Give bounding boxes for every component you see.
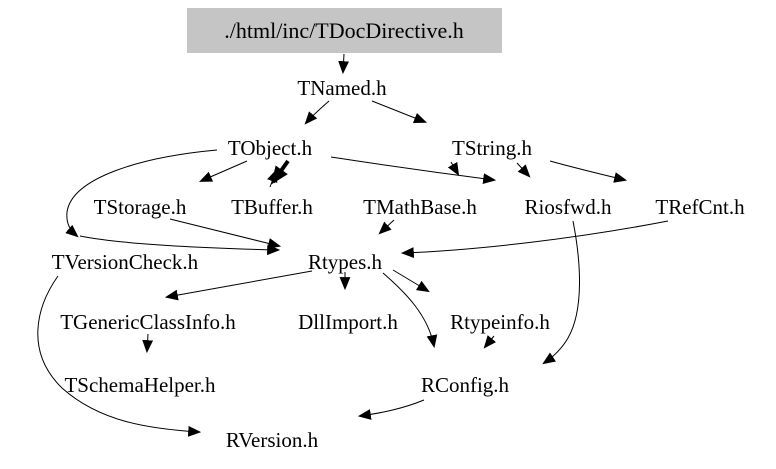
edge-Rtypeinfo-to-RConfig [483,335,497,349]
root-node-label: ./html/inc/TDocDirective.h [224,18,464,43]
node-root-TDocDirective[interactable]: ./html/inc/TDocDirective.h [187,8,502,53]
root-node-box[interactable] [187,8,502,53]
node-Riosfwd[interactable]: Riosfwd.h [525,195,612,219]
edge-TVersionCheck-to-RVersion [37,275,202,437]
edge-Rtypes-to-TGenericClassInfo [164,270,313,301]
edge-TObject-to-TStorage [199,160,248,182]
node-TString[interactable]: TString.h [452,136,532,160]
edge-TBuffer-to-TObject [267,168,278,188]
node-TVersionCheck[interactable]: TVersionCheck.h [52,250,199,274]
node-TStorage[interactable]: TStorage.h [94,195,187,219]
node-TRefCnt[interactable]: TRefCnt.h [655,195,745,219]
edge-TString-to-TMathBase [447,161,460,176]
edge-TNamed-to-TObject [304,100,330,125]
edge-Riosfwd-to-RConfig [542,220,580,365]
edge-TObject-to-TVersionCheck [65,149,218,238]
node-TBuffer[interactable]: TBuffer.h [231,195,313,219]
node-TGenericClassInfo[interactable]: TGenericClassInfo.h [60,310,236,334]
edge-TMathBase-to-Rtypes [378,219,395,235]
edge-TNamed-to-TString [371,100,428,124]
edge-TStorage-to-Rtypes [169,218,282,249]
edge-group [37,53,669,437]
node-TObject[interactable]: TObject.h [228,136,313,160]
edge-TObject-to-Riosfwd [330,156,497,184]
node-TSchemaHelper[interactable]: TSchemaHelper.h [64,373,216,397]
node-RVersion[interactable]: RVersion.h [226,428,319,452]
edge-RConfig-to-RVersion [357,399,425,420]
edge-Rtypes-to-Rtypeinfo [392,269,430,293]
edge-TObject-to-Rtypes [79,235,281,256]
edge-Rtypes-to-RConfig [382,272,438,349]
edge-TGenericClassInfo-to-TSchemaHelper [142,333,154,354]
node-TNamed[interactable]: TNamed.h [297,76,387,100]
edge-TString-to-Riosfwd [516,162,531,178]
node-DllImport[interactable]: DllImport.h [298,310,398,334]
edge-TString-to-TRefCnt [549,160,628,183]
node-Rtypes[interactable]: Rtypes.h [308,250,383,274]
edge-TObject-to-TBuffer [271,159,290,185]
node-RConfig[interactable]: RConfig.h [421,373,510,397]
edge-TDocDirective-to-TNamed [338,53,350,75]
node-Rtypeinfo[interactable]: Rtypeinfo.h [450,310,550,334]
node-TMathBase[interactable]: TMathBase.h [363,195,477,219]
edge-TRefCnt-to-Rtypes [400,220,669,258]
node-group: ./html/inc/TDocDirective.h TNamed.h TObj… [52,8,745,452]
